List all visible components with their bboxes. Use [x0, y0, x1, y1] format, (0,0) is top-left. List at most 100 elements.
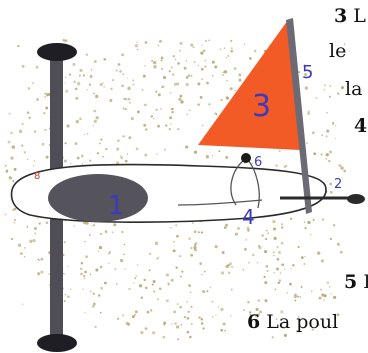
- sand-speck: [88, 83, 92, 86]
- sand-speck: [26, 158, 29, 161]
- sand-speck: [89, 290, 92, 293]
- sand-speck: [103, 86, 105, 88]
- sand-speck: [186, 113, 188, 116]
- caption-line-2: le: [329, 42, 346, 61]
- sand-speck: [132, 83, 135, 86]
- sand-speck: [225, 223, 228, 227]
- sand-speck: [187, 310, 190, 313]
- sand-speck: [191, 222, 194, 225]
- sand-speck: [80, 262, 84, 265]
- sand-speck: [154, 241, 159, 245]
- sand-speck: [276, 257, 280, 261]
- sand-speck: [178, 62, 180, 64]
- sand-speck: [274, 288, 277, 291]
- sand-speck: [94, 325, 97, 328]
- sand-speck: [73, 225, 76, 227]
- sand-speck: [339, 250, 343, 254]
- sand-speck: [128, 136, 132, 140]
- sand-speck: [332, 224, 336, 227]
- sand-speck: [227, 264, 230, 267]
- caption-text-la: la: [345, 78, 363, 100]
- sand-speck: [228, 271, 231, 274]
- sand-speck: [124, 159, 128, 163]
- sand-speck: [243, 43, 246, 46]
- sand-speck: [185, 76, 189, 79]
- sand-speck: [179, 305, 182, 309]
- sand-speck: [164, 77, 167, 79]
- sand-speck: [110, 87, 113, 91]
- sand-speck: [100, 138, 103, 141]
- sand-speck: [8, 112, 11, 115]
- sand-speck: [292, 264, 295, 267]
- sand-speck: [331, 122, 335, 125]
- sand-speck: [286, 292, 289, 294]
- sand-speck: [221, 251, 225, 255]
- sand-speck: [133, 282, 135, 284]
- sand-speck: [193, 150, 198, 154]
- sand-speck: [126, 77, 128, 79]
- sand-speck: [276, 246, 279, 248]
- sand-speck: [343, 169, 347, 173]
- sand-speck: [81, 163, 84, 165]
- sand-speck: [313, 152, 317, 156]
- sand-speck: [12, 180, 15, 183]
- sand-speck: [82, 74, 86, 77]
- sand-speck: [336, 242, 340, 246]
- sand-speck: [185, 145, 189, 149]
- sand-speck: [223, 47, 226, 49]
- sand-speck: [319, 288, 322, 291]
- sand-speck: [258, 245, 262, 250]
- sand-speck: [255, 307, 259, 311]
- sand-speck: [10, 156, 14, 160]
- sand-speck: [43, 112, 46, 115]
- sand-speck: [179, 275, 182, 278]
- sand-speck: [193, 245, 197, 250]
- sand-speck: [26, 111, 30, 115]
- sand-speck: [158, 40, 162, 43]
- sand-speck: [64, 39, 68, 43]
- sand-speck: [264, 250, 268, 254]
- sand-speck: [21, 144, 24, 147]
- sand-speck: [153, 65, 157, 69]
- sand-speck: [200, 317, 204, 321]
- sand-speck: [248, 261, 250, 264]
- sand-speck: [178, 49, 181, 52]
- hull-core: [48, 174, 148, 222]
- sand-speck: [170, 123, 172, 125]
- sand-speck: [62, 254, 65, 257]
- sand-speck: [122, 73, 125, 76]
- sand-speck: [29, 239, 33, 243]
- sand-speck: [177, 128, 180, 131]
- sand-speck: [93, 119, 97, 123]
- sand-speck: [122, 314, 125, 317]
- sand-speck: [64, 142, 67, 145]
- sand-speck: [157, 93, 161, 97]
- sand-speck: [170, 66, 173, 69]
- sand-speck: [229, 87, 233, 91]
- sand-speck: [136, 264, 139, 266]
- sand-speck: [163, 148, 166, 151]
- sand-speck: [158, 287, 162, 291]
- sand-speck: [63, 253, 65, 256]
- sand-speck: [31, 82, 34, 85]
- sand-speck: [176, 325, 180, 329]
- sand-speck: [297, 295, 300, 298]
- caption-number-6: 6: [247, 311, 261, 333]
- sand-speck: [311, 328, 314, 331]
- sand-speck: [121, 84, 125, 88]
- sand-speck: [224, 227, 226, 229]
- sand-speck: [248, 57, 252, 60]
- sand-speck: [249, 313, 252, 316]
- sand-speck: [80, 272, 83, 276]
- sand-speck: [183, 315, 186, 319]
- sand-speck: [108, 253, 110, 255]
- sand-speck: [264, 281, 268, 285]
- sand-speck: [74, 142, 78, 145]
- sand-speck: [273, 227, 276, 231]
- sand-speck: [10, 131, 13, 135]
- sand-speck: [152, 117, 155, 120]
- sand-speck: [283, 320, 285, 323]
- sand-speck: [108, 250, 111, 254]
- sand-speck: [265, 265, 269, 268]
- sand-speck: [188, 109, 191, 112]
